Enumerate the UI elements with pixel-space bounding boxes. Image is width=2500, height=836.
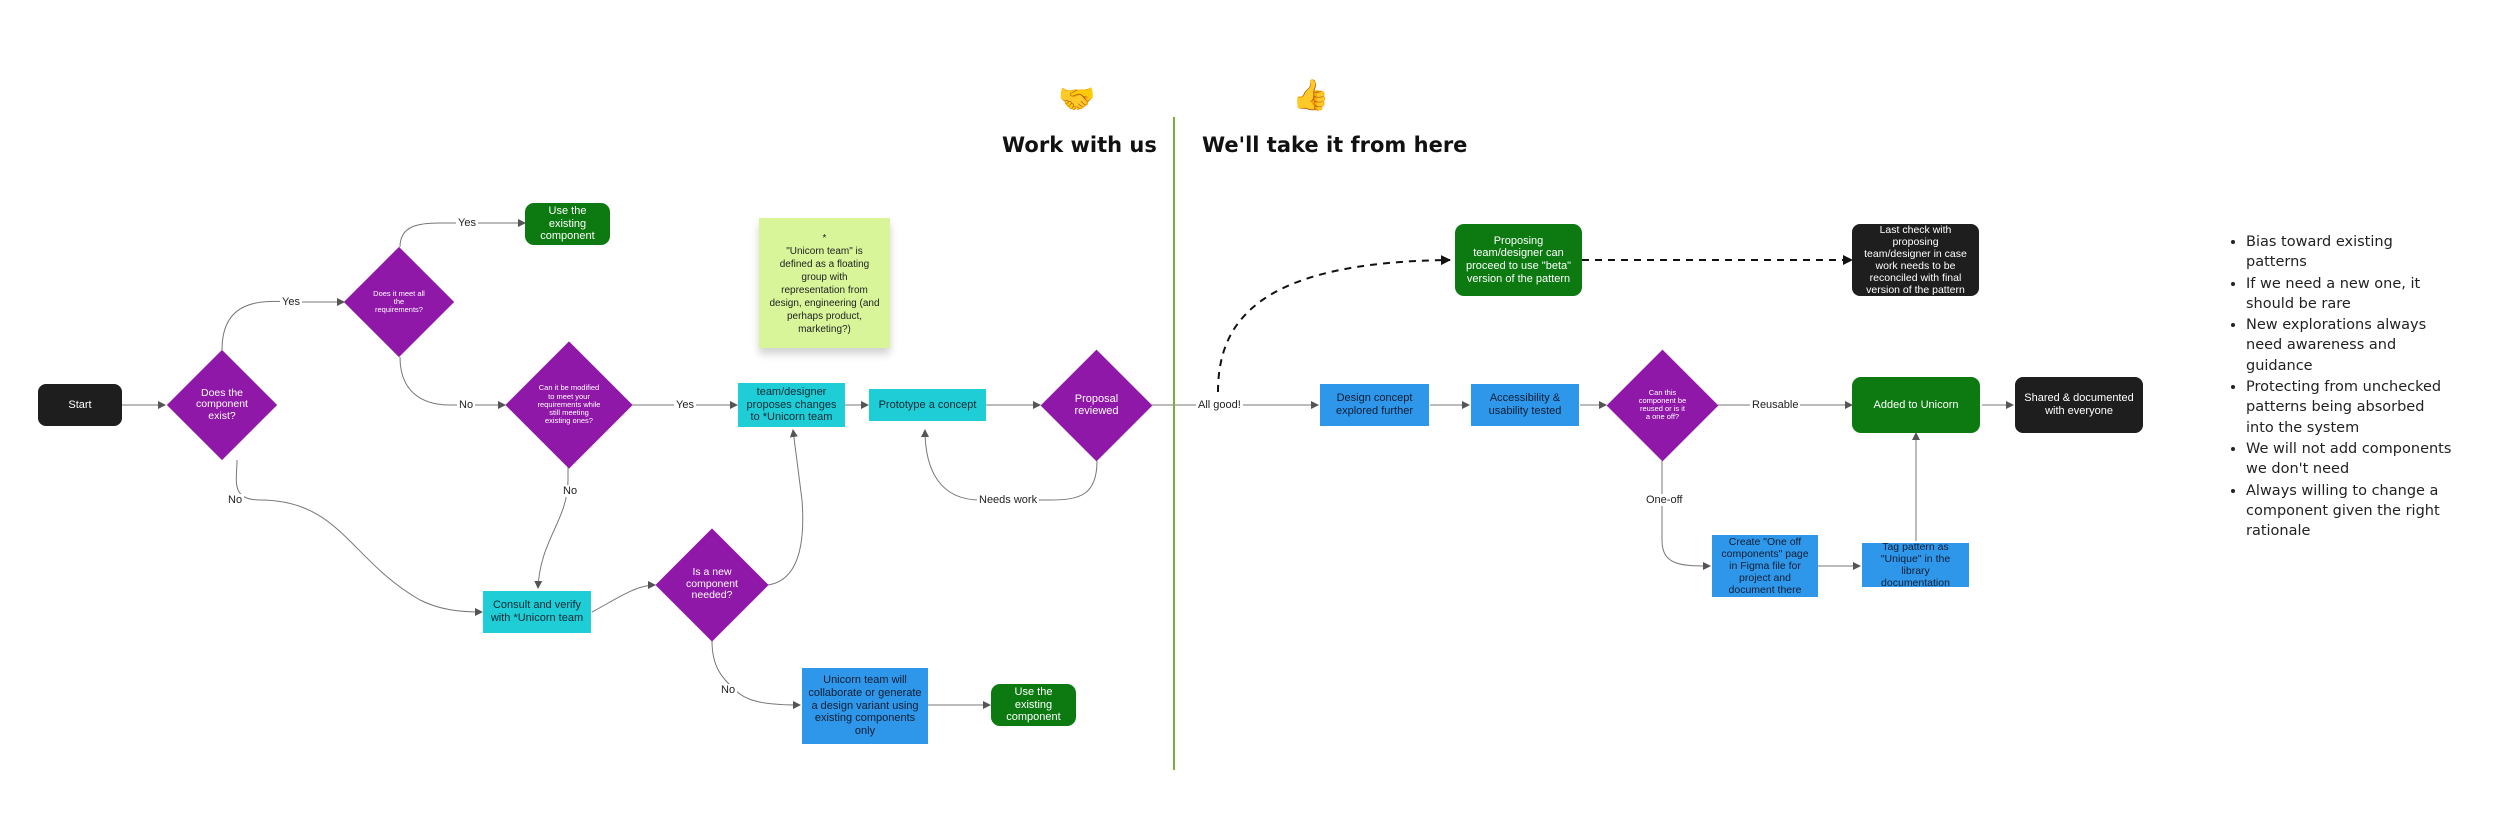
last-check-node[interactable]: Last check with proposing team/designer … (1852, 224, 1979, 296)
edge-meet-yes (399, 219, 526, 248)
consult-verify-node[interactable]: Consult and verify with *Unicorn team (483, 591, 591, 633)
edge-label-no-modify: No (561, 485, 580, 497)
sticky-asterisk: * (822, 233, 827, 244)
edge-dashed-beta (1217, 255, 1451, 393)
use-existing-bottom-node[interactable]: Use the existing component (991, 684, 1076, 726)
edge-exist-yes (221, 298, 345, 351)
use-existing-top-label: Use the existing component (540, 205, 595, 243)
prototype-label: Prototype a concept (878, 398, 977, 411)
prototype-node[interactable]: Prototype a concept (869, 389, 986, 421)
use-existing-bottom-label: Use the existing component (1006, 686, 1061, 724)
start-node[interactable]: Start (38, 384, 122, 426)
new-component-decision[interactable]: Is a new component needed? (655, 528, 769, 642)
added-unicorn-label: Added to Unicorn (1873, 398, 1959, 411)
principles-list: Bias toward existing patterns If we need… (2232, 232, 2452, 542)
handshake-icon: 🤝 (1058, 83, 1096, 116)
proposal-reviewed-label: Proposal reviewed (1074, 392, 1119, 417)
edge-label-yes-meet: Yes (456, 217, 478, 229)
principle-item: Protecting from unchecked patterns being… (2246, 377, 2452, 438)
unicorn-team-sticky-note: * "Unicorn team" is defined as a floatin… (759, 218, 890, 348)
meet-reqs-decision[interactable]: Does it meet all the requirements? (343, 246, 455, 358)
can-modify-decision[interactable]: Can it be modified to meet your requirem… (505, 340, 633, 470)
edge-oneoff (1661, 461, 1711, 570)
tag-unique-node[interactable]: Tag pattern as "Unique" in the library d… (1862, 540, 1969, 590)
edge-label-yes-modify: Yes (674, 399, 696, 411)
does-exist-label: Does the component exist? (196, 386, 248, 422)
meet-reqs-label: Does it meet all the requirements? (373, 288, 425, 315)
edge-label-needs-work: Needs work (977, 494, 1040, 506)
accessibility-node[interactable]: Accessibility & usability tested (1471, 384, 1579, 426)
principle-item: Bias toward existing patterns (2246, 232, 2452, 273)
edge-label-all-good: All good! (1196, 399, 1243, 411)
edge-exist-no (235, 459, 483, 616)
principle-item: Always willing to change a component giv… (2246, 481, 2452, 542)
tag-unique-label: Tag pattern as "Unique" in the library d… (1880, 540, 1951, 590)
principle-item: New explorations always need awareness a… (2246, 315, 2452, 376)
use-existing-top-node[interactable]: Use the existing component (525, 203, 610, 245)
edge-label-one-off: One-off (1644, 494, 1685, 506)
added-unicorn-node[interactable]: Added to Unicorn (1852, 377, 1980, 433)
does-exist-decision[interactable]: Does the component exist? (166, 349, 278, 461)
thumbs-up-icon: 👍 (1292, 79, 1330, 112)
edge-label-no-meet: No (457, 399, 476, 411)
take-from-here-heading: We'll take it from here (1202, 133, 1468, 157)
shared-documented-label: Shared & documented with everyone (2024, 392, 2134, 417)
edge-label-reusable: Reusable (1750, 399, 1801, 411)
propose-changes-label: team/designer proposes changes to *Unico… (746, 386, 837, 424)
collaborate-label: Unicorn team will collaborate or generat… (808, 674, 922, 737)
work-with-us-heading: Work with us (1002, 133, 1157, 157)
new-component-label: Is a new component needed? (686, 566, 738, 602)
shared-documented-node[interactable]: Shared & documented with everyone (2015, 377, 2143, 433)
proposing-beta-label: Proposing team/designer can proceed to u… (1465, 234, 1572, 285)
sticky-text: "Unicorn team" is defined as a floating … (769, 246, 880, 335)
accessibility-label: Accessibility & usability tested (1488, 392, 1562, 417)
edge-meet-no (399, 356, 506, 409)
design-explored-label: Design concept explored further (1335, 392, 1414, 417)
edge-label-yes-exist: Yes (280, 296, 302, 308)
last-check-label: Last check with proposing team/designer … (1864, 223, 1967, 297)
proposing-beta-node[interactable]: Proposing team/designer can proceed to u… (1455, 224, 1582, 296)
can-modify-label: Can it be modified to meet your requirem… (537, 383, 601, 426)
start-label: Start (68, 398, 92, 411)
edge-modify-no (534, 465, 569, 589)
proposal-reviewed-decision[interactable]: Proposal reviewed (1040, 349, 1153, 462)
principle-item: If we need a new one, it should be rare (2246, 274, 2452, 315)
collaborate-node[interactable]: Unicorn team will collaborate or generat… (802, 668, 928, 744)
principle-item: We will not add components we don't need (2246, 439, 2452, 480)
reused-oneoff-decision[interactable]: Can this component be reused or is it a … (1606, 349, 1719, 462)
propose-changes-node[interactable]: team/designer proposes changes to *Unico… (738, 383, 845, 427)
design-explored-node[interactable]: Design concept explored further (1320, 384, 1429, 426)
consult-verify-label: Consult and verify with *Unicorn team (490, 599, 584, 624)
reused-oneoff-label: Can this component be reused or is it a … (1638, 387, 1687, 422)
edge-label-no-exist: No (226, 494, 245, 506)
create-oneoff-label: Create "One off components" page in Figm… (1721, 535, 1809, 597)
edge-consult-new (591, 581, 656, 613)
edge-label-no-new: No (719, 684, 738, 696)
create-oneoff-node[interactable]: Create "One off components" page in Figm… (1712, 535, 1818, 597)
edge-new-yes (767, 429, 804, 586)
